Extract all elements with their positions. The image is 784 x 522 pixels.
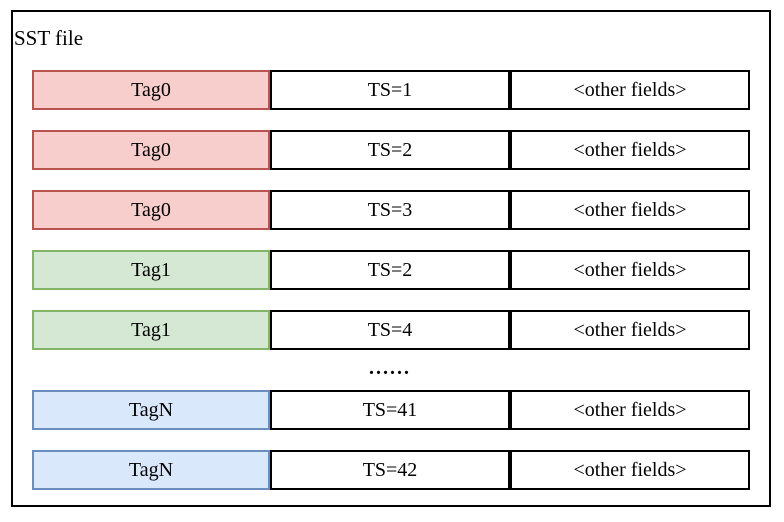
tag-cell: Tag1 bbox=[32, 310, 270, 350]
timestamp-cell: TS=3 bbox=[270, 190, 510, 230]
other-fields-cell: <other fields> bbox=[510, 310, 750, 350]
rows-ellipsis: ...... bbox=[369, 356, 411, 379]
record-row: TagN TS=41 <other fields> bbox=[32, 390, 750, 430]
timestamp-cell: TS=2 bbox=[270, 250, 510, 290]
timestamp-cell: TS=41 bbox=[270, 390, 510, 430]
tag-cell: Tag1 bbox=[32, 250, 270, 290]
timestamp-cell: TS=4 bbox=[270, 310, 510, 350]
tag-cell: TagN bbox=[32, 390, 270, 430]
record-row: TagN TS=42 <other fields> bbox=[32, 450, 750, 490]
record-row: Tag1 TS=2 <other fields> bbox=[32, 250, 750, 290]
tag-cell: TagN bbox=[32, 450, 270, 490]
tag-cell: Tag0 bbox=[32, 70, 270, 110]
other-fields-cell: <other fields> bbox=[510, 130, 750, 170]
tag-cell: Tag0 bbox=[32, 190, 270, 230]
other-fields-cell: <other fields> bbox=[510, 390, 750, 430]
timestamp-cell: TS=1 bbox=[270, 70, 510, 110]
timestamp-cell: TS=42 bbox=[270, 450, 510, 490]
other-fields-cell: <other fields> bbox=[510, 190, 750, 230]
record-row: Tag0 TS=2 <other fields> bbox=[32, 130, 750, 170]
other-fields-cell: <other fields> bbox=[510, 70, 750, 110]
timestamp-cell: TS=2 bbox=[270, 130, 510, 170]
sst-file-title: SST file bbox=[14, 26, 84, 50]
sst-file-box: SST file Tag0 TS=1 <other fields> Tag0 T… bbox=[11, 10, 771, 507]
other-fields-cell: <other fields> bbox=[510, 250, 750, 290]
other-fields-cell: <other fields> bbox=[510, 450, 750, 490]
tag-cell: Tag0 bbox=[32, 130, 270, 170]
record-row: Tag1 TS=4 <other fields> bbox=[32, 310, 750, 350]
record-row: Tag0 TS=1 <other fields> bbox=[32, 70, 750, 110]
record-row: Tag0 TS=3 <other fields> bbox=[32, 190, 750, 230]
